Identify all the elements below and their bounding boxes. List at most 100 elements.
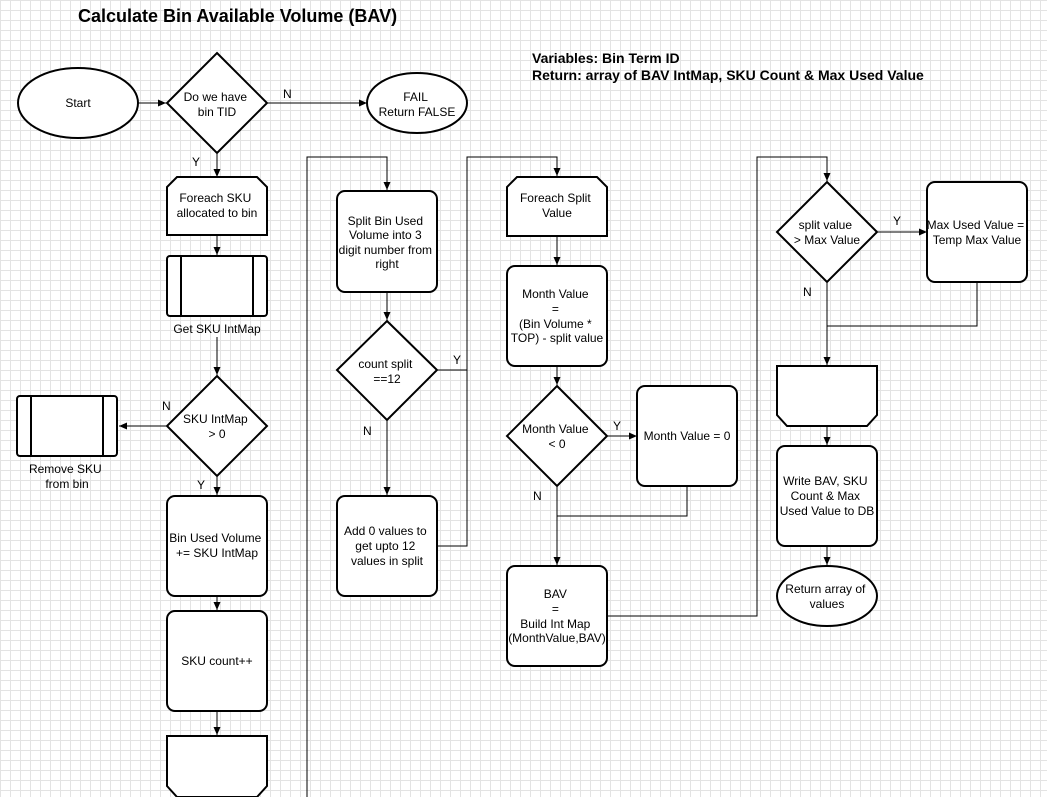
node-split-bin-line1: Split Bin Used (348, 214, 423, 228)
svg-text:Remove SKU from bin: Remove SKU from bin (29, 462, 105, 491)
edge-zero-merge (557, 486, 688, 517)
node-foreach-split-line1: Foreach Split (520, 191, 591, 205)
node-sku-intmap-decision: SKU IntMap > 0 (165, 374, 269, 478)
node-bav-line1: BAV (544, 587, 567, 601)
node-bin-used-volume-line2: += SKU IntMap (176, 546, 258, 560)
svg-text:Month Value < 0: Month Value < 0 (522, 422, 592, 451)
node-max-used-line1: Max Used Value = (927, 218, 1025, 232)
node-add-zero-line3: values in split (351, 554, 424, 568)
node-return-array-line1: Return array of (785, 582, 866, 596)
node-month-lt0-decision: Month Value < 0 (505, 384, 609, 488)
node-split-loop-end (776, 365, 878, 427)
node-bav-line2: = (552, 602, 559, 616)
node-have-tid-line1: Do we have (184, 90, 248, 104)
svg-text:Write BAV, SKU Count & M: Write BAV, SKU Count & Max Used Value to… (780, 474, 875, 518)
node-add-zero-values: Add 0 values to get upto 12 values in sp… (336, 495, 438, 597)
node-split-bin-line3: digit number from (339, 243, 432, 257)
node-max-used-line2: Temp Max Value (933, 233, 1022, 247)
node-fail-line1: FAIL (403, 90, 428, 104)
node-month-value-line3: (Bin Volume * (519, 317, 592, 331)
edge-bav-max (607, 156, 831, 617)
node-fail-line2: Return FALSE (379, 105, 456, 119)
node-sku-count: SKU count++ (166, 610, 268, 712)
variables-line: Variables: Bin Term ID (532, 50, 680, 66)
svg-text:Return array of values: Return array of values (785, 582, 868, 611)
svg-text:Foreach SKU allocated to: Foreach SKU allocated to bin (177, 191, 258, 220)
node-foreach-split-loop: Foreach Split Value (506, 176, 608, 237)
svg-text:FAIL Return FALSE: FAIL Return FALSE (379, 90, 456, 119)
node-bav-line3: Build Int Map (520, 617, 590, 631)
node-foreach-sku-line2: allocated to bin (177, 206, 258, 220)
svg-text:Split Bin Used Volume in: Split Bin Used Volume into 3 digit numbe… (339, 214, 436, 271)
node-sku-loop-end (166, 735, 268, 797)
node-count-split-line1: count split (358, 357, 413, 371)
connectors (119, 99, 978, 797)
node-month-value-line2: = (552, 302, 559, 316)
node-get-sku-intmap-subprocess: Get SKU IntMap (166, 255, 268, 336)
svg-text:Bin Used Volume += SKU I: Bin Used Volume += SKU IntMap (169, 531, 264, 560)
node-month-zero-text: Month Value = 0 (644, 429, 731, 443)
edge-label-tid-yes: Y (192, 155, 200, 169)
diagram-title: Calculate Bin Available Volume (BAV) (78, 6, 397, 26)
node-add-zero-line1: Add 0 values to (344, 524, 427, 538)
node-max-used-value: Max Used Value = Temp Max Value (926, 181, 1028, 283)
svg-text:split value > Max Value: split value > Max Value (794, 218, 860, 247)
node-bin-used-volume-line1: Bin Used Volume (169, 531, 261, 545)
node-write-bav-line2: Count & Max (791, 489, 860, 503)
node-split-gt-max-decision: split value > Max Value (775, 180, 879, 284)
node-month-lt0-line2: < 0 (548, 437, 565, 451)
node-month-value-zero: Month Value = 0 (636, 385, 738, 487)
edge-maxused-merge (827, 282, 978, 327)
node-start: Start (17, 67, 139, 139)
node-sku-count-text: SKU count++ (181, 654, 252, 668)
svg-text:Start: Start (65, 96, 91, 110)
edge-add-foreachsplit (437, 156, 561, 547)
node-month-value-line4: TOP) - split value (511, 331, 604, 345)
node-start-text: Start (65, 96, 91, 110)
svg-text:Foreach Split Value: Foreach Split Value (520, 191, 594, 220)
svg-text:SKU count++: SKU count++ (181, 654, 252, 668)
node-sku-intmap-line2: > 0 (208, 427, 225, 441)
edge-label-max-no: N (803, 285, 812, 299)
edge-label-intmap-no: N (162, 399, 171, 413)
svg-text:Max Used Value = Temp Ma: Max Used Value = Temp Max Value (927, 218, 1028, 247)
node-split-bin: Split Bin Used Volume into 3 digit numbe… (336, 190, 438, 293)
svg-text:SKU IntMap > 0: SKU IntMap > 0 (183, 412, 251, 441)
svg-text:Month Value = (Bin: Month Value = (Bin Volume * TOP) - split… (511, 287, 604, 345)
node-split-bin-line2: Volume into 3 (349, 228, 422, 242)
node-remove-sku-line2: from bin (45, 477, 88, 491)
return-line: Return: array of BAV IntMap, SKU Count &… (532, 67, 924, 83)
edge-loop-split (306, 156, 391, 797)
node-split-gt-max-line2: > Max Value (794, 233, 860, 247)
node-split-gt-max-line1: split value (799, 218, 853, 232)
edge-label-month-no: N (533, 489, 542, 503)
svg-text:Add 0 values to get upto: Add 0 values to get upto 12 values in sp… (344, 524, 430, 568)
node-return-array-line2: values (810, 597, 845, 611)
node-foreach-split-line2: Value (542, 206, 572, 220)
svg-text:Month Value = 0: Month Value = 0 (644, 429, 731, 443)
node-add-zero-line2: get upto 12 (355, 539, 415, 553)
node-count-split-line2: ==12 (373, 372, 401, 386)
node-write-bav-line3: Used Value to DB (780, 504, 875, 518)
node-split-bin-line4: right (375, 257, 399, 271)
node-return-array: Return array of values (776, 565, 878, 627)
node-bin-used-volume: Bin Used Volume += SKU IntMap (166, 495, 268, 597)
node-count-split-decision: count split ==12 (335, 319, 439, 422)
svg-text:Get SKU IntMap: Get SKU IntMap (173, 322, 261, 336)
node-foreach-sku-line1: Foreach SKU (179, 191, 251, 205)
node-fail: FAIL Return FALSE (366, 72, 468, 134)
svg-text:count split ==12: count split ==12 (358, 357, 415, 386)
node-bav-build: BAV = Build Int Map (MonthValue,BAV) (506, 565, 608, 667)
edge-label-max-yes: Y (893, 214, 901, 228)
node-month-value: Month Value = (Bin Volume * TOP) - split… (506, 265, 608, 367)
edge-label-tid-no: N (283, 87, 292, 101)
node-month-lt0-line1: Month Value (522, 422, 589, 436)
node-remove-sku-subprocess: Remove SKU from bin (16, 395, 118, 491)
svg-text:Do we have bin TID: Do we have bin TID (184, 90, 251, 119)
node-have-tid-decision: Do we have bin TID (165, 51, 269, 155)
node-write-bav-line1: Write BAV, SKU (783, 474, 867, 488)
edge-label-month-yes: Y (613, 419, 621, 433)
node-write-bav: Write BAV, SKU Count & Max Used Value to… (776, 445, 878, 547)
